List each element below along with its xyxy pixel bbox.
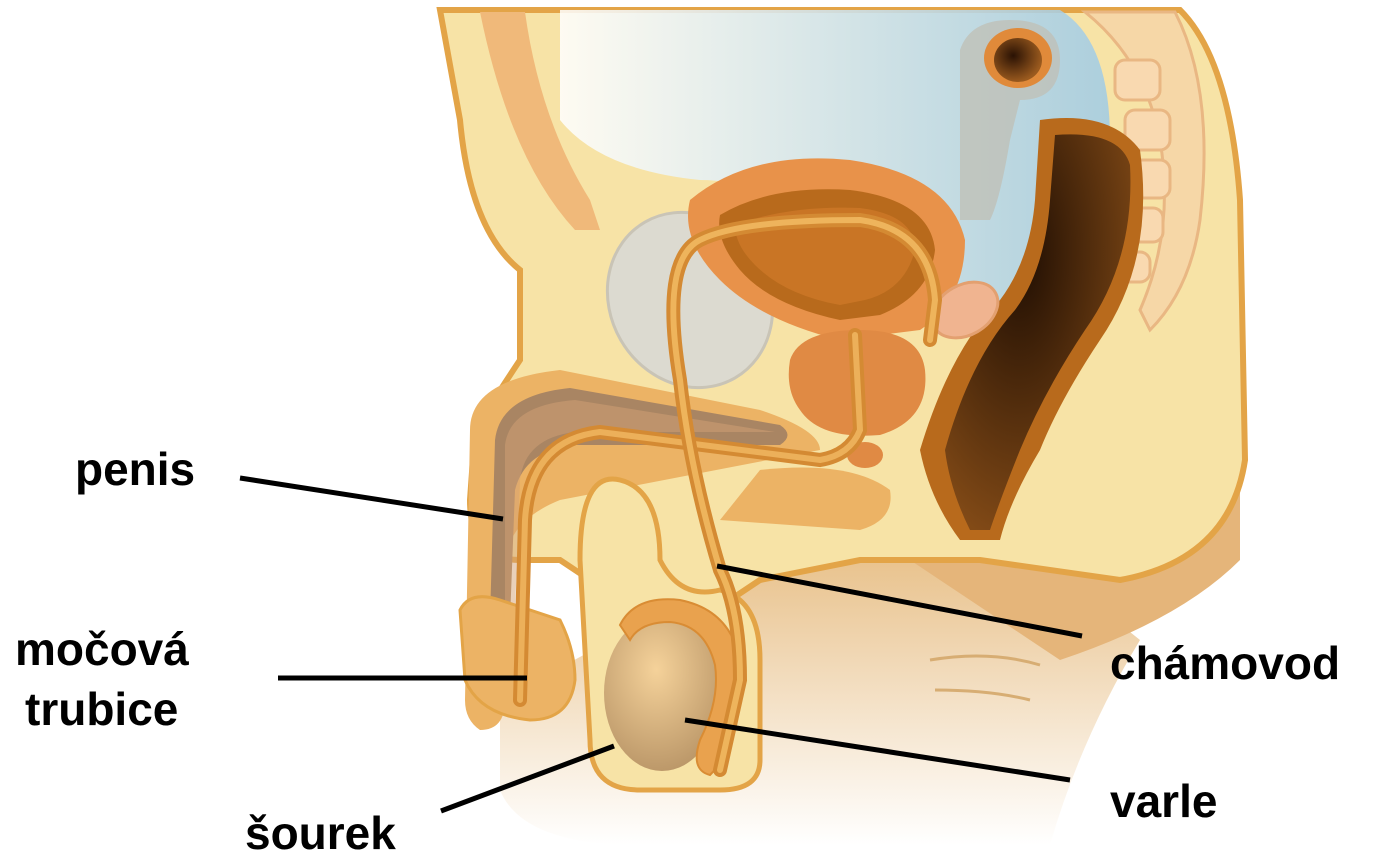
- label-scrotum: šourek: [245, 810, 396, 856]
- label-urethra-line2: trubice: [25, 686, 178, 732]
- label-testis: varle: [1110, 778, 1217, 824]
- label-urethra-line1: močová: [15, 626, 189, 672]
- label-vas-deferens: chámovod: [1110, 640, 1340, 686]
- label-penis: penis: [75, 446, 195, 492]
- leader-penis: [240, 478, 503, 519]
